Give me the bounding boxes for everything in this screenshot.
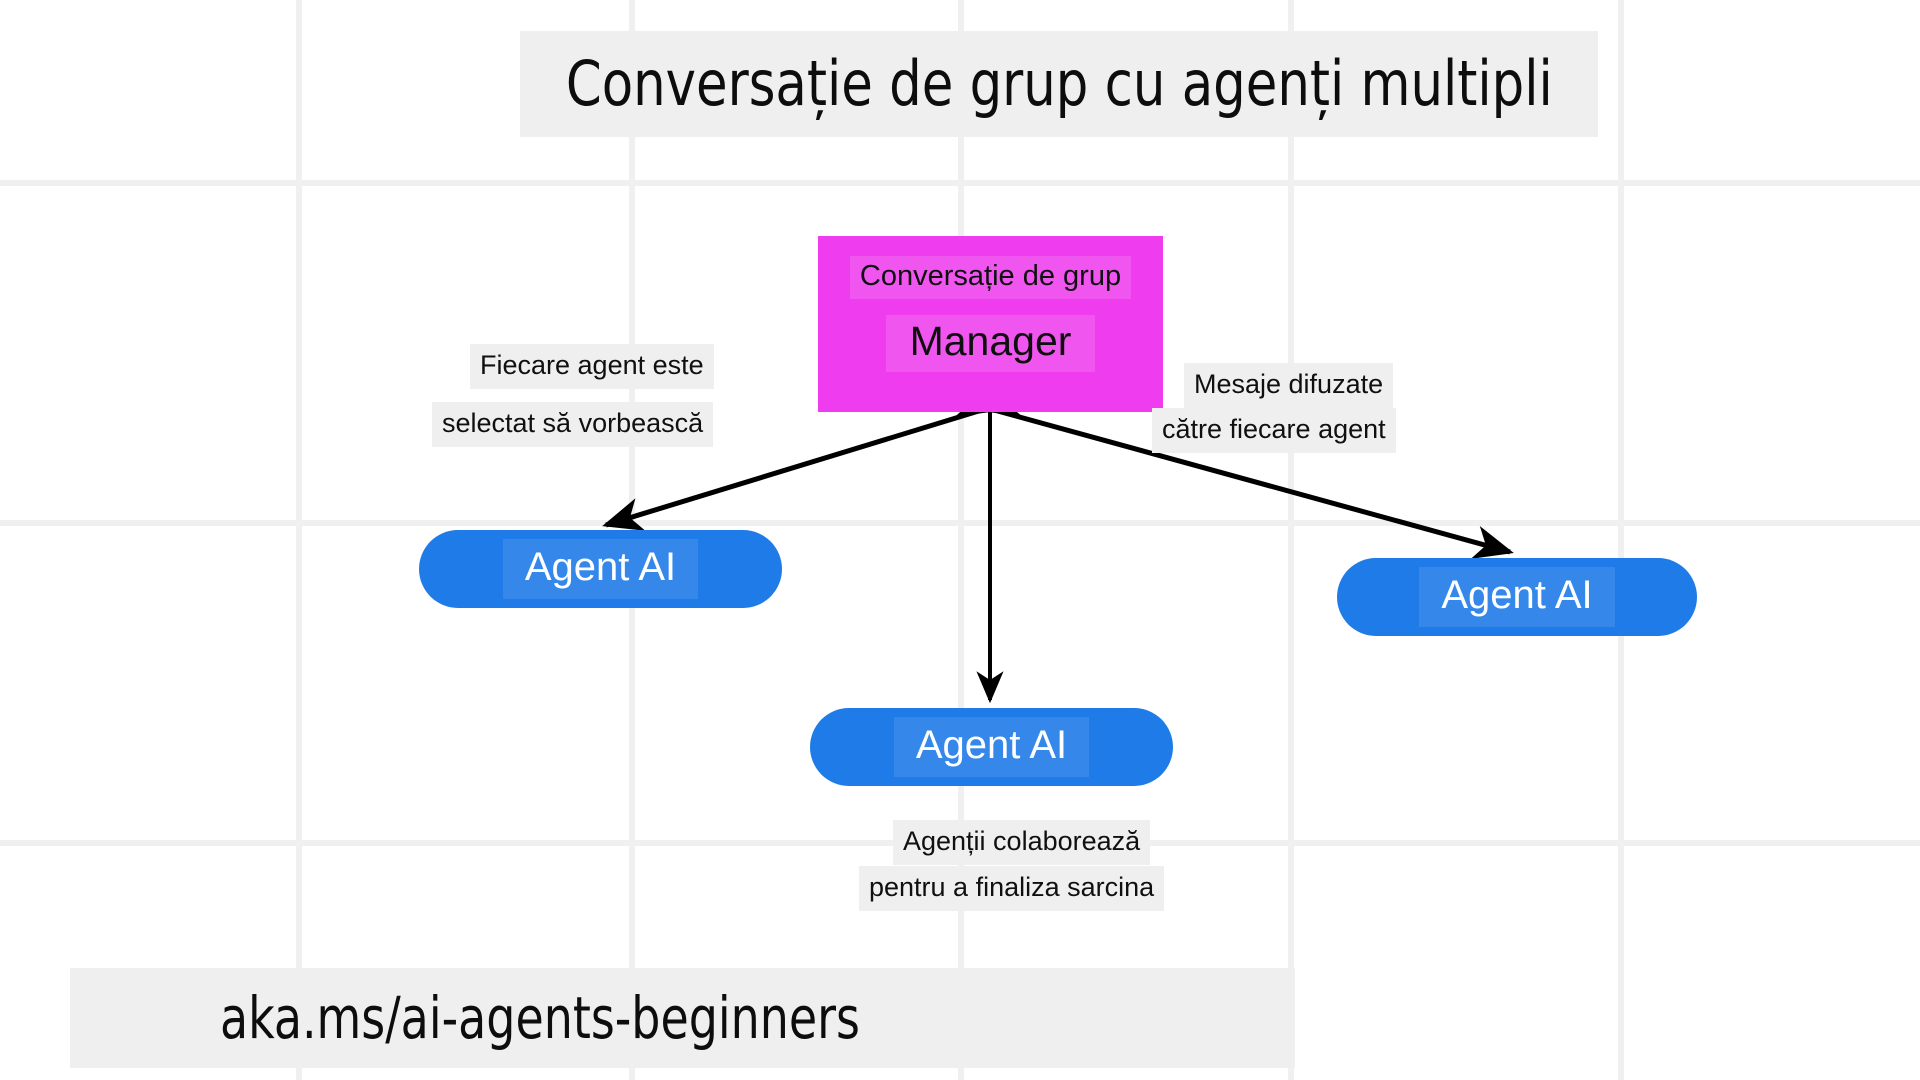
- annotation-right-line2: către fiecare agent: [1152, 408, 1396, 453]
- agent-right-label: Agent AI: [1419, 567, 1615, 627]
- grid-line-horizontal: [0, 520, 1920, 526]
- page-title-text: Conversație de grup cu agenți multipli: [565, 47, 1553, 120]
- annotation-bottom-line2: pentru a finaliza sarcina: [859, 866, 1165, 911]
- node-agent-bottom[interactable]: Agent AI: [810, 708, 1173, 786]
- agent-bottom-label: Agent AI: [893, 717, 1090, 777]
- annotation-right-line1: Mesaje difuzate: [1184, 363, 1394, 408]
- grid-line-horizontal: [0, 180, 1920, 186]
- grid-line-vertical: [958, 0, 964, 1080]
- annotation-bottom-line1: Agenții colaborează: [893, 820, 1151, 865]
- grid-line-vertical: [1618, 0, 1624, 1080]
- manager-subtitle: Conversație de grup: [849, 256, 1132, 299]
- annotation-left-line1: Fiecare agent este: [470, 344, 714, 389]
- agent-left-label: Agent AI: [502, 539, 699, 599]
- page-title: Conversație de grup cu agenți multipli: [520, 31, 1598, 137]
- node-group-chat-manager[interactable]: Conversație de grup Manager: [818, 236, 1163, 412]
- footer-url[interactable]: aka.ms/ai-agents-beginners: [70, 968, 1295, 1068]
- grid-line-vertical: [296, 0, 302, 1080]
- grid-line-vertical: [1288, 0, 1294, 1080]
- footer-url-text: aka.ms/ai-agents-beginners: [220, 984, 860, 1052]
- node-agent-right[interactable]: Agent AI: [1337, 558, 1697, 636]
- annotation-left-line2: selectat să vorbească: [432, 402, 714, 447]
- node-agent-left[interactable]: Agent AI: [419, 530, 782, 608]
- manager-title: Manager: [885, 315, 1096, 372]
